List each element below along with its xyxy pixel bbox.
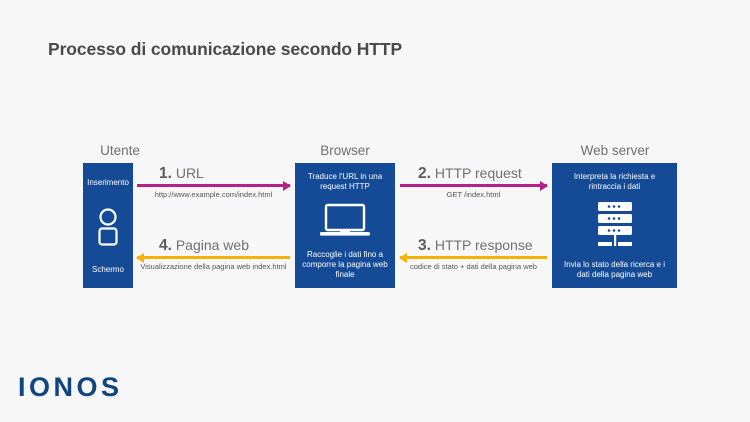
arrow-head bbox=[283, 180, 291, 191]
column-heading-browser: Browser bbox=[320, 143, 370, 158]
node-utente-bottom-caption: Schermo bbox=[91, 265, 124, 274]
server-rack-icon bbox=[559, 192, 670, 260]
page-title: Processo di comunicazione secondo HTTP bbox=[48, 39, 403, 59]
arrow-line bbox=[400, 184, 547, 187]
step-detail-4: Visualizzazione della pagina web index.h… bbox=[140, 262, 287, 271]
node-server-bottom-caption: Invia lo stato della ricerca e i dati de… bbox=[564, 260, 665, 279]
node-utente-top-caption: Inserimento bbox=[87, 178, 129, 187]
arrow-head bbox=[136, 252, 144, 263]
step-number-3: 3. bbox=[418, 237, 431, 254]
step-number-2: 2. bbox=[418, 165, 431, 182]
step-label-3: 3. HTTP response bbox=[418, 237, 533, 255]
arrow-head bbox=[399, 252, 407, 263]
step-title-4: Pagina web bbox=[175, 237, 249, 253]
step-detail-1: http://www.example.com/index.html bbox=[154, 190, 273, 199]
node-web-server: Interpreta la richiesta e rintraccia i d… bbox=[552, 163, 677, 288]
ionos-logo: IONOS bbox=[18, 372, 123, 402]
step-number-4: 4. bbox=[159, 237, 172, 254]
arrow-line bbox=[137, 184, 290, 187]
node-browser: Traduce l'URL in una request HTTP Raccog… bbox=[295, 163, 395, 288]
step-label-4: 4. Pagina web bbox=[159, 237, 249, 255]
person-icon bbox=[86, 188, 130, 265]
arrow-step-3 bbox=[399, 252, 547, 263]
step-label-2: 2. HTTP request bbox=[418, 165, 522, 183]
step-title-2: HTTP request bbox=[434, 165, 522, 181]
node-utente: Inserimento Schermo bbox=[83, 163, 133, 288]
column-heading-utente: Utente bbox=[100, 143, 140, 158]
arrow-step-2 bbox=[400, 180, 548, 191]
node-browser-top-caption: Traduce l'URL in una request HTTP bbox=[307, 172, 383, 191]
node-server-top-caption: Interpreta la richiesta e rintraccia i d… bbox=[573, 172, 656, 191]
step-label-1: 1. URL bbox=[159, 165, 204, 183]
arrow-line bbox=[400, 256, 547, 259]
arrow-step-1 bbox=[137, 180, 291, 191]
step-title-3: HTTP response bbox=[434, 237, 533, 253]
step-title-1: URL bbox=[175, 165, 204, 181]
arrow-line bbox=[137, 256, 290, 259]
step-detail-2: GET /index.html bbox=[446, 190, 501, 199]
step-number-1: 1. bbox=[159, 165, 172, 182]
node-browser-bottom-caption: Raccoglie i dati fino a comporre la pagi… bbox=[302, 250, 388, 279]
arrow-step-4 bbox=[136, 252, 290, 263]
column-heading-web-server: Web server bbox=[580, 143, 650, 158]
arrow-head bbox=[540, 180, 548, 191]
step-detail-3: codice di stato + dati della pagina web bbox=[410, 262, 537, 271]
laptop-icon bbox=[302, 192, 388, 250]
